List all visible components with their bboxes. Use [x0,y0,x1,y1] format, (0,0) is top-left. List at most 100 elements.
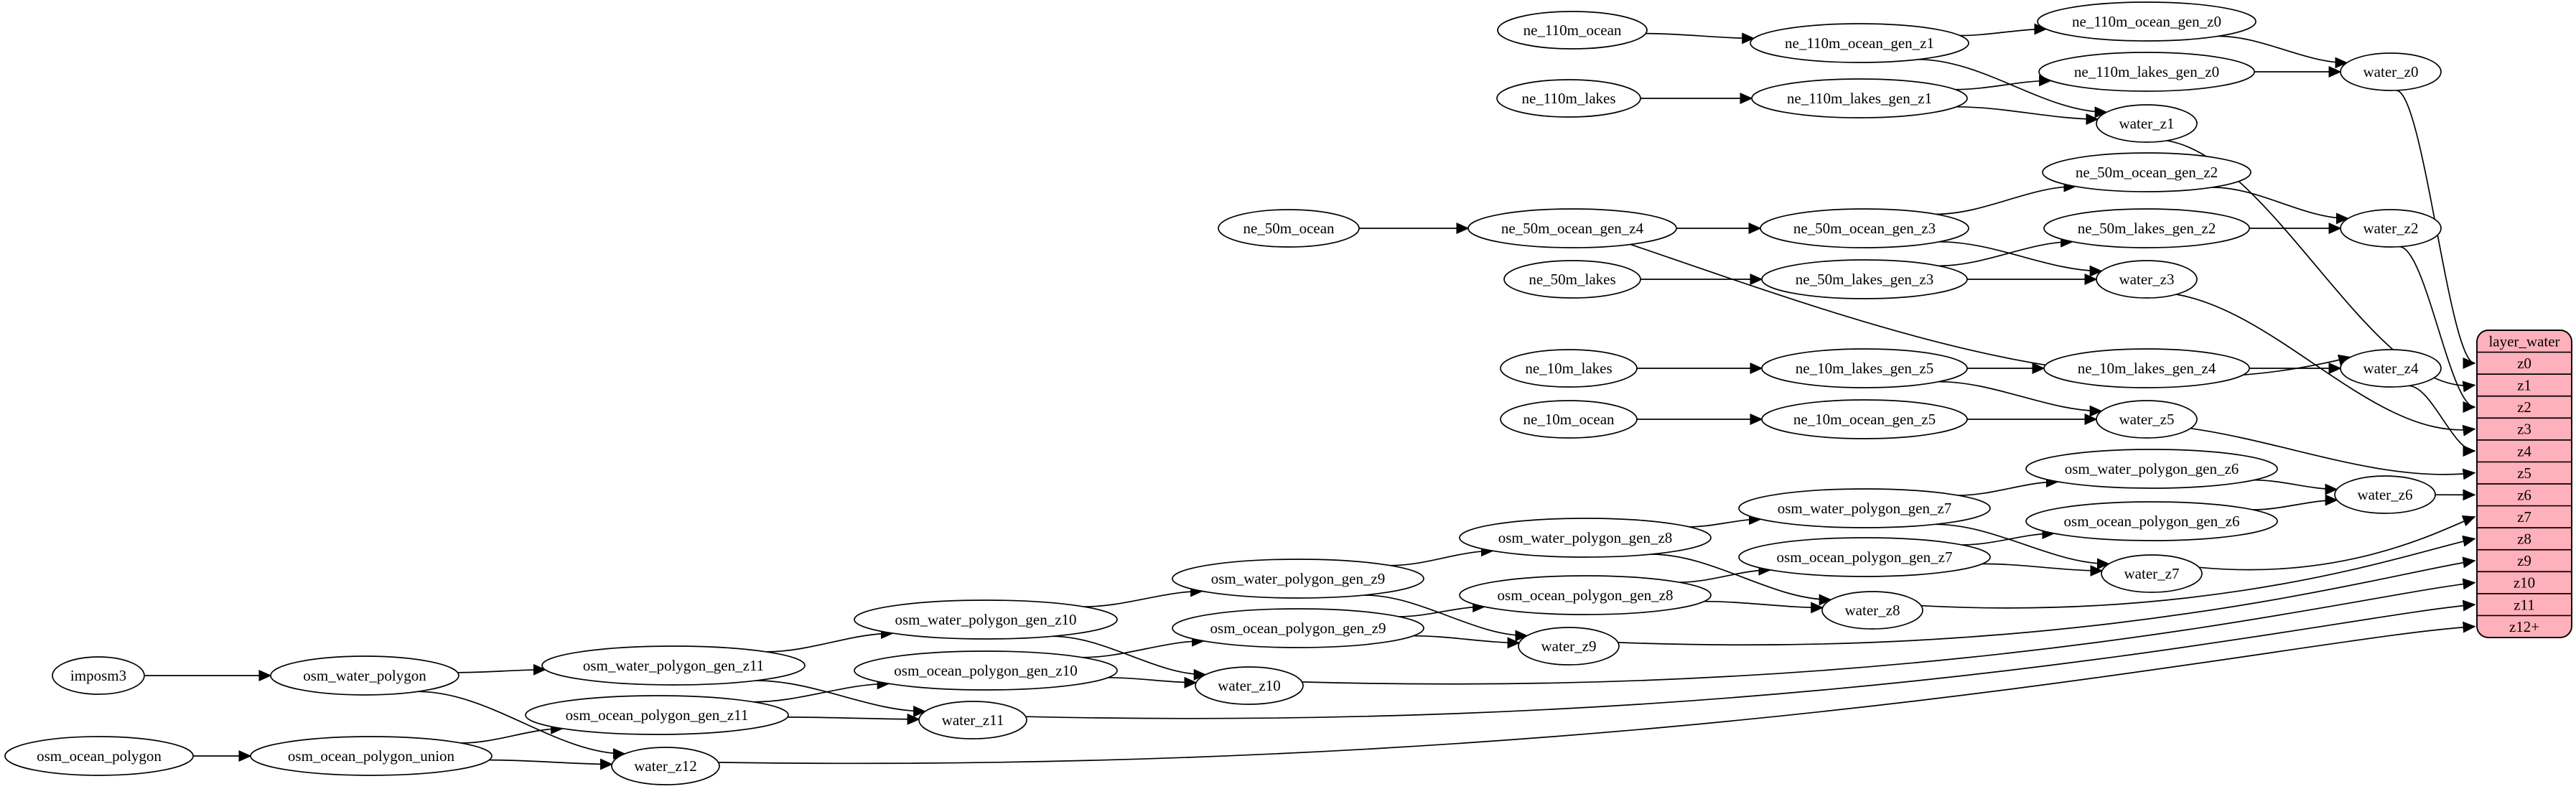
node-ne_50m_ocean_gen_z3: ne_50m_ocean_gen_z3 [1760,208,1969,248]
node-ne_50m_lakes: ne_50m_lakes [1503,260,1641,299]
node-osm_ocean_polygon: osm_ocean_polygon [4,736,194,776]
edge-water_z3-to-z3 [2176,294,2476,436]
node-osm_ocean_polygon_gen_z10: osm_ocean_polygon_gen_z10 [854,650,1118,691]
edge-ne_50m_ocean_gen_z4-to-water_z4 [1630,243,2352,378]
node-shape-ne_50m_ocean_gen_z3 [1760,208,1969,248]
edge-osm_water_polygon_gen_z11-to-water_z11 [756,680,927,717]
record-title: layer_water [2488,332,2559,350]
edge-osm_ocean_polygon_union-to-osm_ocean_polygon_gen_z11 [461,722,564,744]
node-ne_50m_lakes_gen_z2: ne_50m_lakes_gen_z2 [2043,208,2250,248]
node-label-ne_10m_lakes_gen_z5: ne_10m_lakes_gen_z5 [1796,360,1933,377]
edge-osm_ocean_polygon_gen_z11-to-water_z11 [787,713,920,725]
node-label-ne_10m_lakes_gen_z4: ne_10m_lakes_gen_z4 [2078,360,2216,377]
record-row-z0: z0 [2517,355,2531,372]
node-ne_10m_lakes_gen_z5: ne_10m_lakes_gen_z5 [1761,348,1968,388]
edge-ne_110m_lakes_gen_z1-to-water_z1 [1956,106,2099,125]
edge-osm_water_polygon_gen_z8-to-water_z8 [1651,554,1832,606]
node-osm_ocean_polygon_gen_z11: osm_ocean_polygon_gen_z11 [525,695,789,735]
edge-osm_ocean_polygon_gen_z8-to-osm_ocean_polygon_gen_z7 [1679,564,1772,583]
node-shape-ne_10m_ocean [1500,400,1638,439]
node-shape-water_z9 [1518,627,1620,666]
node-label-ne_50m_ocean_gen_z2: ne_50m_ocean_gen_z2 [2076,164,2218,181]
record-row-z2: z2 [2517,398,2531,416]
edge-osm_water_polygon_gen_z10-to-osm_water_polygon_gen_z9 [1083,585,1204,607]
record-row-z8: z8 [2517,531,2531,548]
node-shape-osm_ocean_polygon_gen_z10 [854,650,1118,691]
node-shape-osm_water_polygon_gen_z11 [541,645,806,686]
node-label-osm_water_polygon: osm_water_polygon [303,667,426,684]
node-ne_50m_ocean_gen_z4: ne_50m_ocean_gen_z4 [1467,208,1677,248]
edge-osm_water_polygon_gen_z6-to-water_z6 [2254,479,2338,495]
node-label-water_z12: water_z12 [634,757,696,775]
node-ne_110m_lakes: ne_110m_lakes [1496,79,1641,118]
node-osm_water_polygon_gen_z11: osm_water_polygon_gen_z11 [541,645,806,686]
node-shape-osm_water_polygon_gen_z7 [1738,488,1991,528]
edge-osm_water_polygon_gen_z9-to-osm_water_polygon_gen_z8 [1390,545,1494,566]
node-label-ne_50m_ocean: ne_50m_ocean [1243,220,1335,237]
node-osm_water_polygon_gen_z7: osm_water_polygon_gen_z7 [1738,488,1991,528]
node-water_z9: water_z9 [1518,627,1620,666]
edge-ne_50m_ocean_gen_z3-to-water_z3 [1939,241,2103,277]
nodes-layer: ne_110m_oceanne_110m_ocean_gen_z1ne_110m… [4,1,2442,785]
edge-osm_water_polygon_gen_z7-to-water_z7 [1935,523,2110,570]
record-row-z7: z7 [2517,508,2531,526]
edge-water_z12-to-z12+ [718,621,2476,765]
node-osm_ocean_polygon_gen_z8: osm_ocean_polygon_gen_z8 [1459,575,1712,615]
node-label-water_z9: water_z9 [1541,638,1597,655]
node-shape-water_z4 [2340,349,2442,388]
edge-water_z2-to-z2 [2399,246,2476,413]
node-shape-ne_50m_ocean_gen_z2 [2042,152,2251,192]
node-shape-osm_water_polygon_gen_z6 [2025,449,2278,489]
edge-osm_water_polygon_gen_z10-to-water_z10 [1052,635,1207,681]
node-shape-osm_ocean_polygon_gen_z7 [1738,537,1991,577]
node-osm_water_polygon_gen_z9: osm_water_polygon_gen_z9 [1172,559,1424,599]
node-label-osm_water_polygon_gen_z7: osm_water_polygon_gen_z7 [1778,500,1952,517]
node-water_z5: water_z5 [2096,400,2198,439]
node-shape-water_z8 [1821,591,1923,630]
edge-osm_ocean_polygon_gen_z10-to-osm_ocean_polygon_gen_z9 [1082,635,1205,658]
node-shape-water_z6 [2334,475,2436,514]
node-shape-osm_ocean_polygon_gen_z11 [525,695,789,735]
node-label-osm_ocean_polygon_gen_z11: osm_ocean_polygon_gen_z11 [566,706,749,724]
edge-ne_110m_ocean_gen_z1-to-water_z1 [1918,58,2108,118]
edge-ne_110m_ocean-to-ne_110m_ocean_gen_z1 [1646,32,1755,45]
node-water_z12: water_z12 [611,747,720,785]
edge-osm_water_polygon-to-water_z12 [418,691,626,760]
node-ne_110m_lakes_gen_z1: ne_110m_lakes_gen_z1 [1751,78,1968,118]
node-shape-water_z2 [2340,209,2442,248]
node-ne_10m_ocean_gen_z5: ne_10m_ocean_gen_z5 [1761,399,1968,439]
edge-ne_50m_lakes_gen_z3-to-ne_50m_lakes_gen_z2 [1938,235,2074,267]
node-shape-ne_10m_lakes_gen_z5 [1761,348,1968,388]
edge-water_z7-to-z7 [2198,515,2476,571]
node-ne_50m_ocean_gen_z2: ne_50m_ocean_gen_z2 [2042,152,2251,192]
node-label-ne_110m_lakes: ne_110m_lakes [1521,90,1615,107]
node-shape-ne_10m_lakes_gen_z4 [2043,348,2250,388]
node-shape-osm_ocean_polygon_union [250,736,493,776]
node-label-water_z3: water_z3 [2119,271,2175,288]
node-water_z0: water_z0 [2340,52,2442,91]
edge-water_z10-to-z10 [1302,578,2476,685]
node-water_z11: water_z11 [918,701,1027,739]
node-water_z8: water_z8 [1821,591,1923,630]
node-ne_110m_lakes_gen_z0: ne_110m_lakes_gen_z0 [2038,52,2255,92]
node-label-water_z6: water_z6 [2358,486,2413,503]
node-water_z4: water_z4 [2340,349,2442,388]
edge-water_z5-to-z5 [2190,427,2476,480]
record-row-z12+: z12+ [2509,618,2539,635]
node-imposm3: imposm3 [52,656,145,695]
node-shape-osm_ocean_polygon_gen_z6 [2025,501,2278,541]
node-shape-osm_water_polygon_gen_z9 [1172,559,1424,599]
node-osm_ocean_polygon_gen_z6: osm_ocean_polygon_gen_z6 [2025,501,2278,541]
node-osm_ocean_polygon_gen_z7: osm_ocean_polygon_gen_z7 [1738,537,1991,577]
edge-water_z9-to-z9 [1618,556,2476,646]
node-shape-water_z1 [2096,104,2198,143]
node-ne_110m_ocean_gen_z0: ne_110m_ocean_gen_z0 [2037,1,2257,42]
node-shape-osm_water_polygon_gen_z8 [1459,518,1712,558]
edge-ne_110m_lakes_gen_z1-to-ne_110m_lakes_gen_z0 [1955,75,2053,90]
node-label-osm_water_polygon_gen_z6: osm_water_polygon_gen_z6 [2065,460,2239,477]
node-label-ne_50m_ocean_gen_z4: ne_50m_ocean_gen_z4 [1501,220,1644,237]
node-label-water_z0: water_z0 [2363,63,2419,80]
node-osm_water_polygon: osm_water_polygon [270,655,459,696]
node-label-ne_110m_ocean_gen_z1: ne_110m_ocean_gen_z1 [1785,34,1934,52]
